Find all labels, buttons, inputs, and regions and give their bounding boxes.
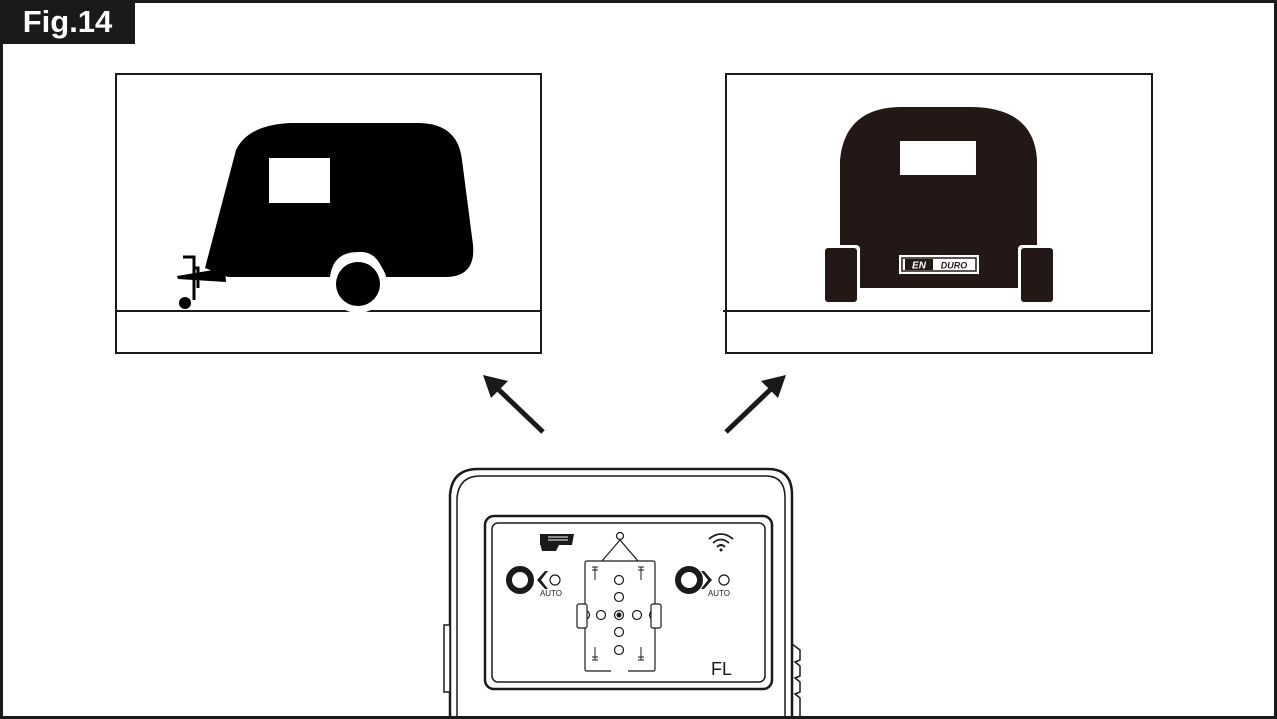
caravan-control-diagram — [576, 531, 662, 673]
right-wheel-icon — [1021, 248, 1053, 302]
wifi-icon — [708, 533, 734, 552]
rotate-left-button: AUTO — [506, 566, 562, 598]
left-indicator-light — [549, 574, 561, 586]
right-mover-icon — [650, 603, 662, 629]
wheel-icon — [336, 262, 380, 306]
arrow-up-right-icon — [724, 375, 786, 434]
remote-screen — [483, 514, 774, 691]
chevron-left-icon — [537, 571, 548, 589]
left-panel — [115, 73, 542, 354]
svg-text:DURO: DURO — [941, 261, 968, 271]
left-mover-icon — [576, 603, 588, 629]
caravan-rear-icon: EN DURO — [822, 107, 1056, 305]
left-panel-border — [115, 73, 542, 354]
corner-label: FL — [711, 659, 732, 679]
arrow-up-left-icon — [483, 375, 545, 434]
caravan-side-icon — [177, 123, 474, 313]
right-auto-label: AUTO — [708, 589, 730, 598]
tow-hitch-icon — [177, 255, 226, 309]
right-panel-border — [725, 73, 1153, 354]
right-indicator-light — [718, 574, 730, 586]
enduro-logo: EN DURO — [899, 255, 979, 274]
corner-arrows — [592, 566, 644, 661]
side-button — [443, 624, 451, 693]
left-wheel-icon — [825, 248, 857, 302]
chevron-right-icon — [701, 571, 712, 589]
dpad-circles — [579, 574, 660, 656]
rotate-right-button: AUTO — [675, 566, 730, 598]
left-auto-label: AUTO — [540, 589, 562, 598]
remote-control: AUTO AUTO — [443, 467, 801, 716]
figure-label: Fig.14 — [0, 0, 135, 44]
center-button — [613, 609, 625, 621]
svg-text:EN: EN — [912, 261, 927, 272]
side-grip — [791, 643, 801, 716]
right-panel: EN DURO — [723, 73, 1153, 354]
light-icon — [540, 534, 574, 551]
caravan-window — [269, 158, 330, 203]
rear-window — [900, 141, 976, 175]
